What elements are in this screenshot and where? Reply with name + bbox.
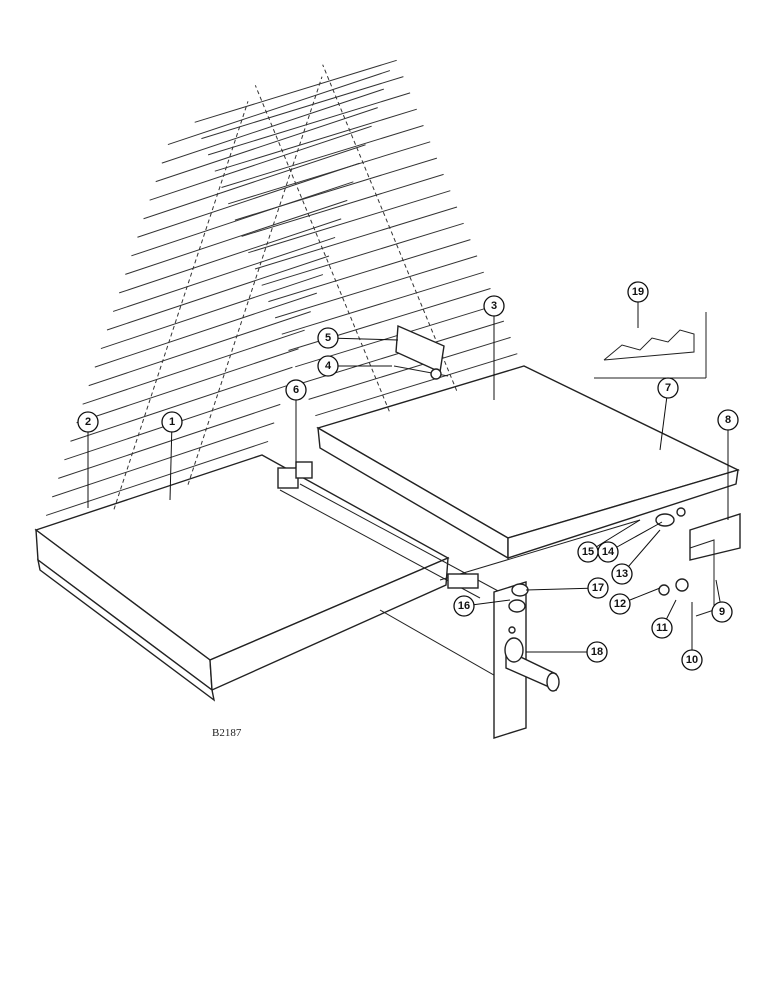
callout-label-16: 16 bbox=[458, 600, 470, 612]
callout-label-11: 11 bbox=[656, 622, 668, 634]
callout-label-19: 19 bbox=[632, 286, 644, 298]
callout-label-2: 2 bbox=[85, 416, 91, 428]
callout-label-14: 14 bbox=[602, 546, 615, 558]
front-sieve-assembly bbox=[34, 70, 450, 702]
callout-label-6: 6 bbox=[293, 384, 299, 396]
callout-circle-13 bbox=[611, 563, 633, 585]
callout-leader-5 bbox=[327, 337, 399, 341]
bracket-6 bbox=[277, 461, 313, 489]
callout-circle-11 bbox=[651, 617, 673, 639]
callout-label-5: 5 bbox=[325, 332, 331, 344]
callout-circle-1 bbox=[161, 411, 183, 433]
callout-circle-8 bbox=[717, 409, 739, 431]
bracket-8-9-10 bbox=[658, 513, 741, 617]
callout-circle-10 bbox=[681, 649, 703, 671]
callout-label-17: 17 bbox=[592, 582, 604, 594]
callout-leader-17 bbox=[525, 587, 599, 591]
callout-label-4: 4 bbox=[325, 360, 332, 372]
support-18 bbox=[493, 581, 560, 739]
callout-circle-3 bbox=[483, 295, 505, 317]
callout-label-7: 7 bbox=[665, 382, 671, 394]
callout-label-12: 12 bbox=[614, 598, 626, 610]
callout-circle-15 bbox=[577, 541, 599, 563]
callout-circle-19 bbox=[627, 281, 649, 303]
rear-sieve-slats bbox=[194, 59, 518, 417]
detail-19 bbox=[594, 302, 707, 379]
callout-label-1: 1 bbox=[169, 416, 175, 428]
callout-circle-18 bbox=[586, 641, 608, 663]
callout-leader-1 bbox=[169, 421, 173, 501]
clamp-16-17 bbox=[447, 573, 529, 613]
callout-circle-7 bbox=[657, 377, 679, 399]
bracket-4-5 bbox=[393, 324, 449, 380]
callout-circle-5 bbox=[317, 327, 339, 349]
callout-circle-9 bbox=[711, 601, 733, 623]
callout-circle-16 bbox=[453, 595, 475, 617]
callout-label-15: 15 bbox=[582, 546, 594, 558]
callout-label-18: 18 bbox=[591, 646, 603, 658]
callout-circle-6 bbox=[285, 379, 307, 401]
drawing-code: B2187 bbox=[212, 727, 242, 739]
callout-circle-2 bbox=[77, 411, 99, 433]
callout-label-13: 13 bbox=[616, 568, 628, 580]
callout-circle-17 bbox=[587, 577, 609, 599]
callout-circle-4 bbox=[317, 355, 339, 377]
callout-label-9: 9 bbox=[719, 606, 725, 618]
callout-label-10: 10 bbox=[686, 654, 698, 666]
callout-label-3: 3 bbox=[491, 300, 497, 312]
callout-circle-12 bbox=[609, 593, 631, 615]
callout-label-8: 8 bbox=[725, 414, 731, 426]
